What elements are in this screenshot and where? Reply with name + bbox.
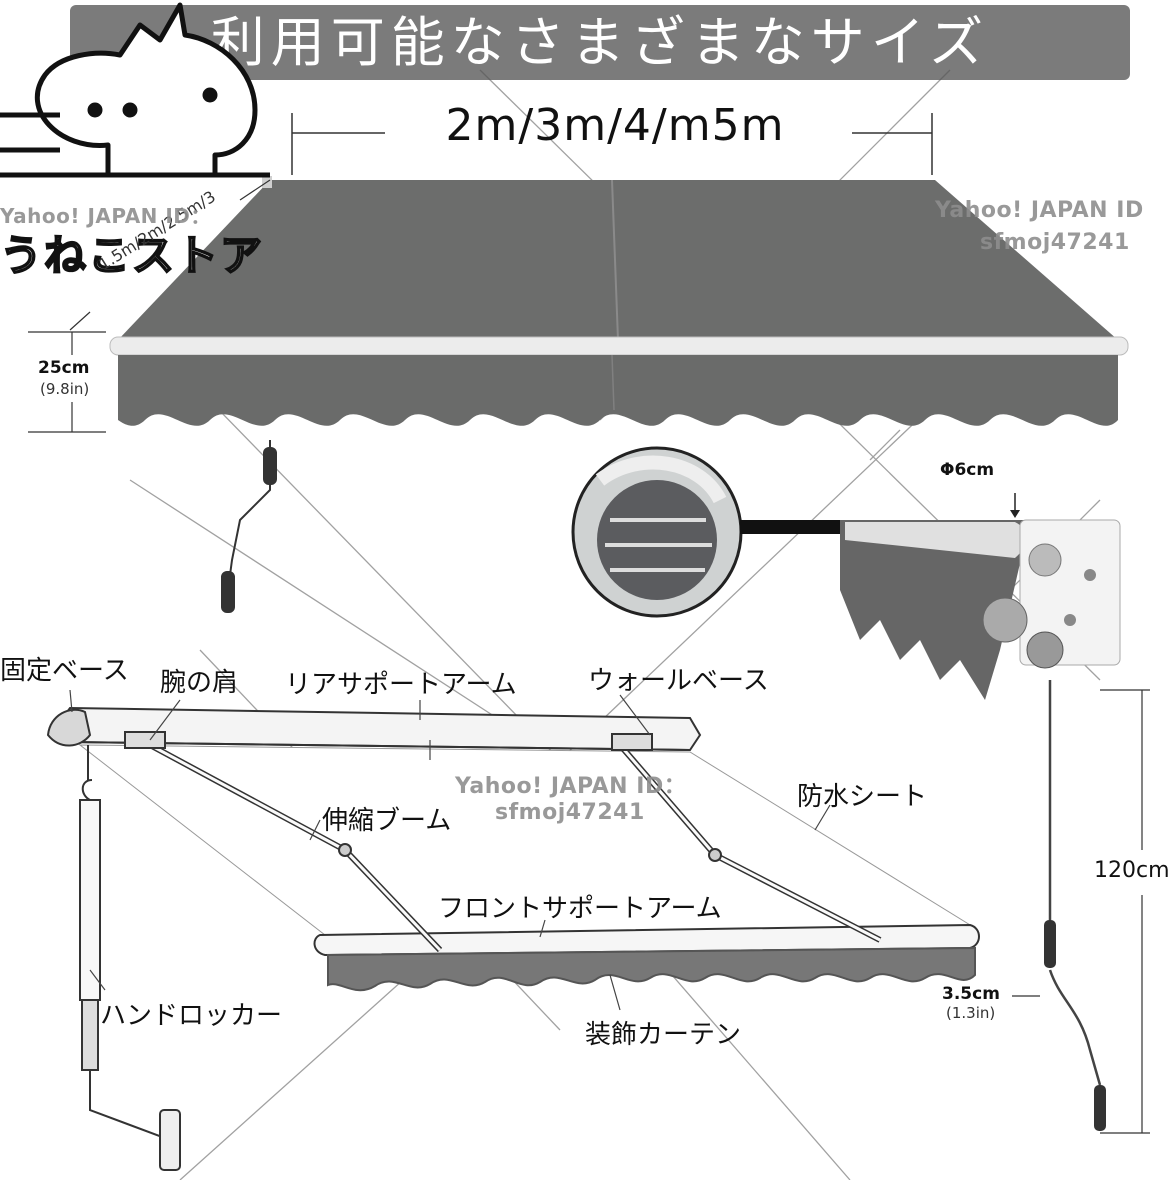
crank-diameter-cm: 3.5cm xyxy=(942,984,1000,1004)
width-dimension xyxy=(291,113,933,175)
leader-lines xyxy=(69,689,831,1011)
label-wall-base: ウォールベース xyxy=(588,666,769,696)
frame-drawing xyxy=(46,706,980,1171)
label-waterproof-sheet: 防水シート xyxy=(797,782,928,812)
label-telescopic-boom: 伸縮ブーム xyxy=(322,806,452,836)
title-banner-text: 利用可能なさまざまなサイズ xyxy=(210,11,990,74)
crank-length-dimension xyxy=(1100,689,1150,1134)
bracket-closeup xyxy=(840,493,1121,700)
watermark-id-middle: Yahoo! JAPAN ID： xyxy=(455,774,687,799)
label-fixed-base: 固定ベース xyxy=(0,656,129,686)
label-elbow-shoulder: 腕の肩 xyxy=(160,668,239,698)
title-banner xyxy=(70,5,1130,80)
awning-top-view xyxy=(109,176,1129,426)
valance-height-in: (9.8in) xyxy=(40,380,90,398)
label-front-support-arm: フロントサポートアーム xyxy=(438,894,722,924)
crank-diameter-in: (1.3in) xyxy=(946,1004,996,1022)
tube-diameter-label: Φ6cm xyxy=(940,460,995,480)
label-rear-support-arm: リアサポートアーム xyxy=(285,670,517,700)
width-size-label: 2m/3m/4/m5m xyxy=(445,100,785,151)
watermark-code-middle: sfmoj47241 xyxy=(495,800,645,825)
right-crank xyxy=(1044,680,1106,1131)
top-crank xyxy=(221,440,277,613)
crank-length-label: 120cm xyxy=(1094,858,1170,883)
watermark-id-top: Yahoo! JAPAN ID xyxy=(935,198,1144,223)
depth-dimension xyxy=(69,179,271,331)
label-hand-rocker: ハンドロッカー xyxy=(100,1001,283,1031)
valance-dimension xyxy=(28,331,106,433)
label-decorative-curtain: 装飾カーテン xyxy=(585,1020,742,1050)
store-logo-text: うねこストア xyxy=(0,230,265,281)
store-logo-mascot xyxy=(0,2,270,178)
watermark-code-top: sfmoj47241 xyxy=(980,230,1130,255)
valance-height-cm: 25cm xyxy=(38,358,90,378)
tube-zoom xyxy=(571,446,860,618)
watermark-id-left: Yahoo! JAPAN ID： xyxy=(0,204,211,228)
